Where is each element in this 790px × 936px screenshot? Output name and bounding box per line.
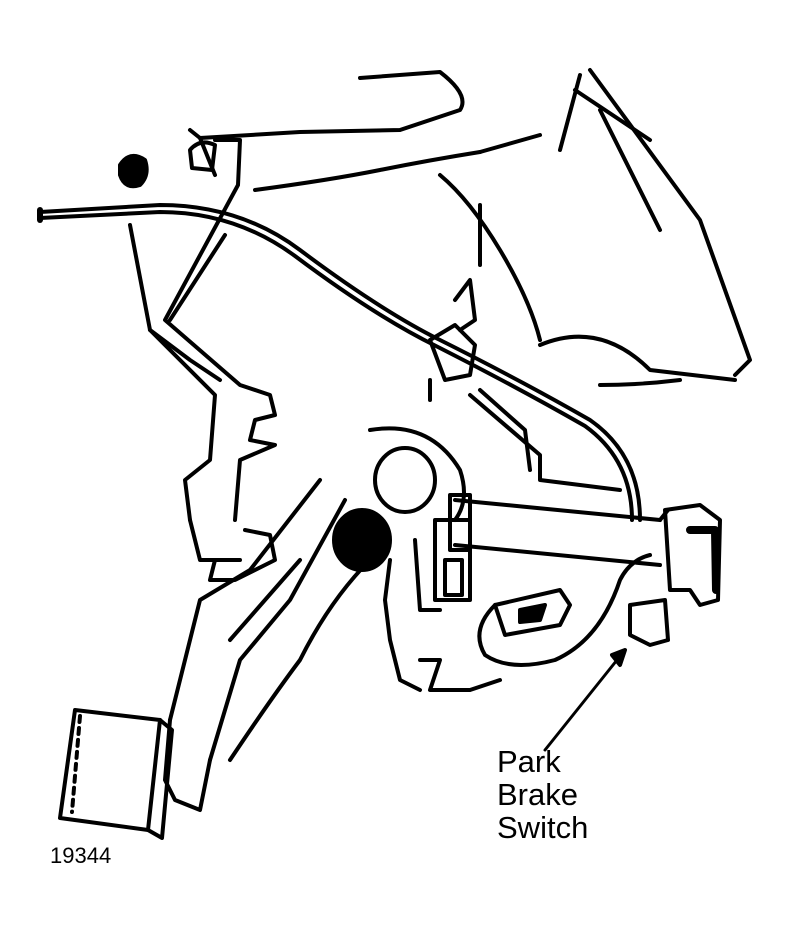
- park-brake-switch-label: Park Brake Switch: [497, 745, 588, 844]
- callout-line-2: Brake: [497, 777, 578, 812]
- pedal-arm: [163, 478, 372, 812]
- pivot-housing: [332, 388, 622, 692]
- mounting-stud: [118, 140, 217, 189]
- brake-pedal-pad: [58, 708, 174, 840]
- pedal-bracket: [128, 138, 277, 582]
- switch-linkage: [413, 493, 662, 612]
- park-brake-cable: [37, 203, 642, 522]
- cable-clip: [428, 278, 477, 402]
- callout-line-1: Park: [497, 744, 561, 779]
- park-brake-switch: [628, 503, 722, 647]
- callout-leader-arrow: [543, 648, 627, 752]
- figure-number: 19344: [50, 843, 112, 868]
- callout-line-3: Switch: [497, 810, 589, 845]
- dash-panel-outline: [188, 68, 752, 387]
- switch-connector: [477, 553, 652, 667]
